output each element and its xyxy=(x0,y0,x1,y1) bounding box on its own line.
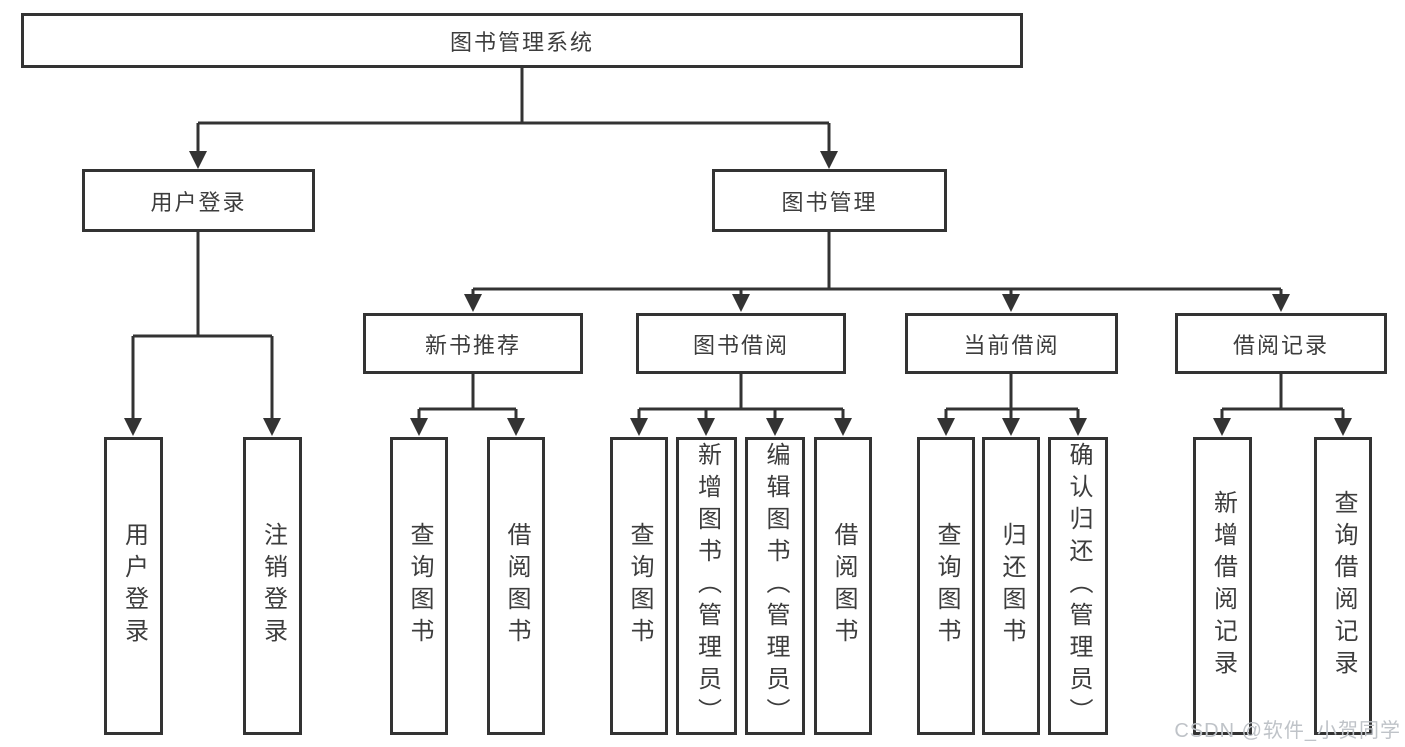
node-user-login: 用户登录 xyxy=(82,169,315,232)
leaf-borrow-books-recommend: 借阅图书 xyxy=(487,437,545,735)
leaf-return-book: 归还图书 xyxy=(982,437,1040,735)
leaf-logout: 注销登录 xyxy=(243,437,302,735)
node-book-management: 图书管理 xyxy=(712,169,947,232)
leaf-query-books-borrow: 查询图书 xyxy=(610,437,668,735)
leaf-add-book-admin: 新增图书（管理员） xyxy=(676,437,737,735)
leaf-borrow-books: 借阅图书 xyxy=(814,437,872,735)
leaf-query-borrow-record: 查询借阅记录 xyxy=(1314,437,1372,735)
csdn-watermark: CSDN @软件_小贺同学 xyxy=(1174,720,1401,742)
leaf-user-login: 用户登录 xyxy=(104,437,163,735)
leaf-edit-book-admin: 编辑图书（管理员） xyxy=(745,437,805,735)
node-borrow-records: 借阅记录 xyxy=(1175,313,1387,374)
leaf-query-books-current: 查询图书 xyxy=(917,437,975,735)
node-book-borrow: 图书借阅 xyxy=(636,313,846,374)
leaf-query-books-recommend: 查询图书 xyxy=(390,437,448,735)
leaf-confirm-return-admin: 确认归还（管理员） xyxy=(1048,437,1108,735)
node-new-book-recommend: 新书推荐 xyxy=(363,313,583,374)
leaf-add-borrow-record: 新增借阅记录 xyxy=(1193,437,1252,735)
node-current-borrow: 当前借阅 xyxy=(905,313,1118,374)
node-root-library-system: 图书管理系统 xyxy=(21,13,1023,68)
